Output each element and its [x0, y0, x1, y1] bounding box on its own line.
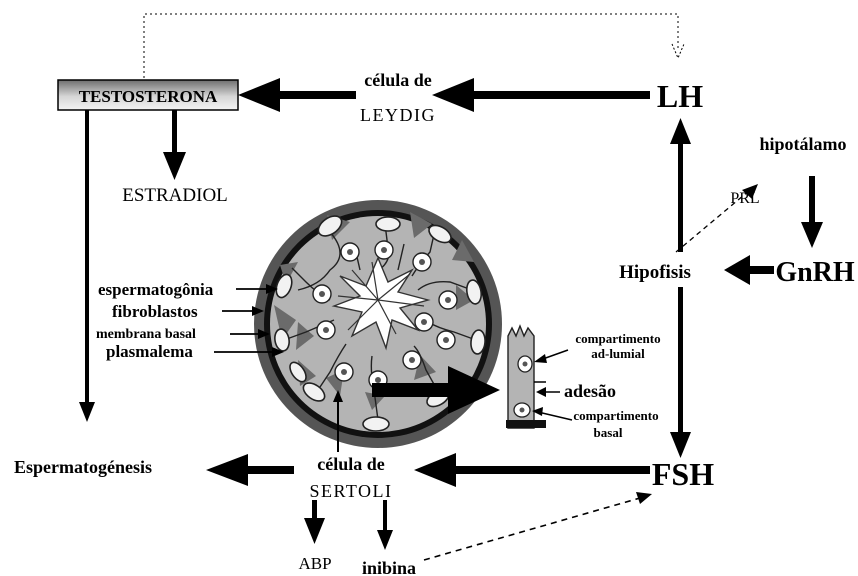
arrow-testosterona-to-estradiol	[163, 110, 186, 180]
arrow-testosterona-to-espermatogenesis	[79, 110, 95, 422]
espermatogenesis-label: Espermatogénesis	[14, 457, 152, 477]
compartimento-adlumial-label-line2: ad-lumial	[591, 346, 645, 361]
arrow-gnrh-to-hipofisis	[724, 255, 774, 285]
testosterone-lh-feedback-line	[144, 14, 684, 78]
arrow-hipotalamo-to-gnrh	[801, 176, 823, 248]
estradiol-label: ESTRADIOL	[122, 185, 228, 206]
pointer-basal	[532, 407, 572, 420]
sertoli-cell-label-line2: SERTOLI	[309, 481, 392, 501]
pointer-adlumial	[534, 350, 568, 363]
compartimento-basal-label-line1: compartimento	[573, 408, 658, 423]
arrow-leydig-to-testosterona	[238, 78, 356, 112]
prl-label: PRL	[730, 190, 759, 207]
arrow-hipofisis-to-lh	[670, 118, 691, 252]
gnrh-label: GnRH	[775, 257, 855, 288]
leydig-cell-label-line2: LEYDIG	[360, 105, 436, 125]
membrana-basal-label: membrana basal	[96, 327, 196, 342]
arrow-inibina-to-fsh-feedback	[424, 492, 652, 560]
arrow-sertoli-to-inibina	[377, 500, 393, 550]
testosterona-box: TESTOSTERONA	[58, 80, 238, 110]
arrow-sertoli-to-abp	[304, 500, 325, 544]
arrow-sertoli-to-espermatogenesis	[206, 454, 294, 486]
compartimento-adlumial-label-line1: compartimento	[575, 331, 660, 346]
inibina-label: inibina	[362, 558, 416, 576]
leydig-cell-label-line1: célula de	[364, 70, 432, 90]
hipofisis-label: Hipofisis	[619, 262, 691, 283]
testosterona-label: TESTOSTERONA	[79, 87, 218, 106]
compartimento-basal-label-line2: basal	[594, 425, 623, 440]
hipotalamo-label: hipotálamo	[759, 134, 846, 154]
abp-label: ABP	[298, 554, 331, 573]
fsh-label: FSH	[652, 456, 714, 492]
seminiferous-tubule	[254, 200, 502, 448]
arrow-hipofisis-to-fsh	[670, 287, 691, 458]
adesao-label: adesão	[564, 381, 616, 401]
arrow-lh-to-leydig	[432, 78, 650, 112]
pointer-adesao	[536, 387, 560, 397]
fibroblastos-label: fibroblastos	[112, 302, 198, 321]
espermatogonia-label: espermatogônia	[98, 280, 214, 299]
arrow-fsh-to-sertoli	[414, 453, 650, 487]
sertoli-cell-label-line1: célula de	[317, 454, 385, 474]
lh-label: LH	[657, 78, 703, 114]
pointer-plasmalema	[214, 347, 284, 357]
plasmalema-label: plasmalema	[106, 342, 193, 361]
